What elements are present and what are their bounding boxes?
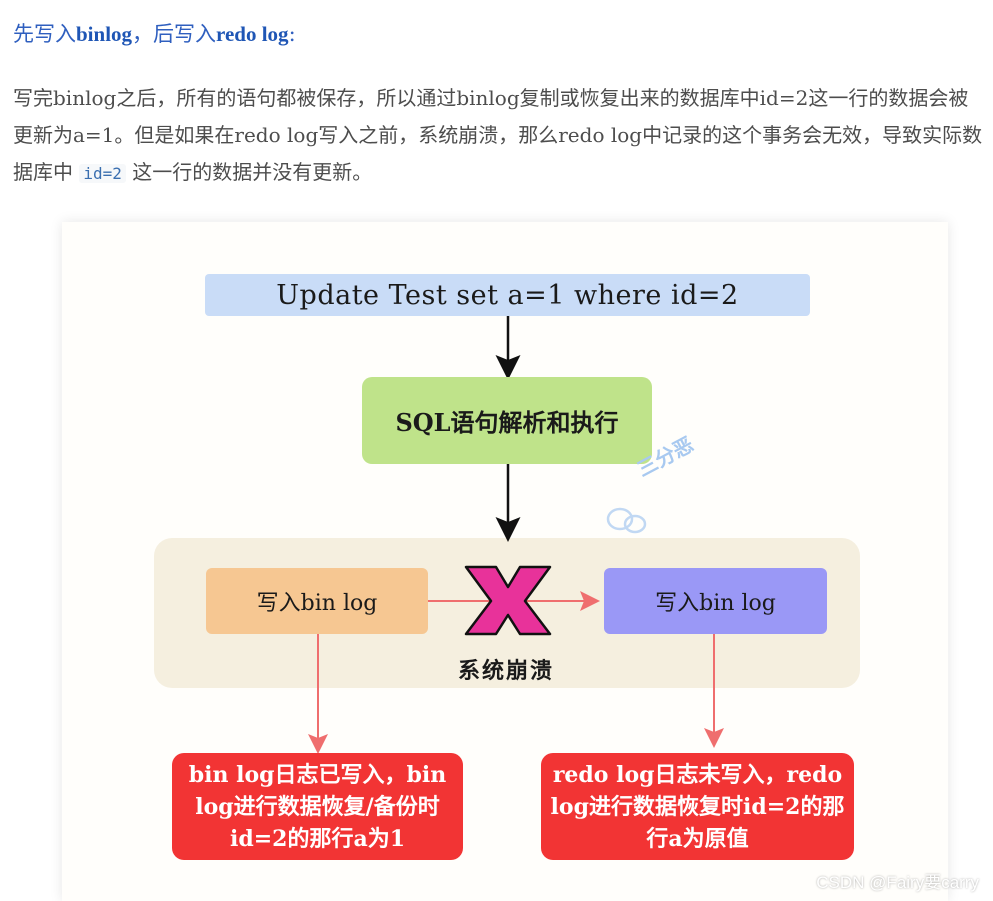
csdn-watermark: CSDN @Fairy要carry	[816, 873, 979, 892]
redolog-not-written-result: redo log日志未写入，redo log进行数据恢复时id=2的那行a为原值	[541, 753, 854, 860]
update-statement-box: Update Test set a=1 where id=2	[205, 274, 810, 316]
explanation-paragraph: 写完binlog之后，所有的语句都被保存，所以通过binlog复制或恢复出来的数…	[13, 86, 983, 184]
section-heading: 先写入binlog，后写入redo log:	[13, 22, 296, 46]
write-binlog-box: 写入bin log	[206, 568, 428, 634]
system-crash-label: 系统崩溃	[458, 658, 555, 684]
sql-parse-execute-box: SQL语句解析和执行	[362, 377, 652, 464]
binlog-written-result: bin log日志已写入，bin log进行数据恢复/备份时id=2的那行a为1	[172, 753, 463, 860]
wechat-watermark-icon	[606, 507, 647, 534]
crash-cross-icon	[464, 565, 552, 636]
diagram-arrows	[308, 316, 724, 754]
inline-code: id=2	[79, 164, 126, 183]
write-redolog-box: 写入bin log	[604, 568, 827, 634]
flow-diagram: Update Test set a=1 where id=2 SQL语句解析和执…	[62, 222, 948, 901]
